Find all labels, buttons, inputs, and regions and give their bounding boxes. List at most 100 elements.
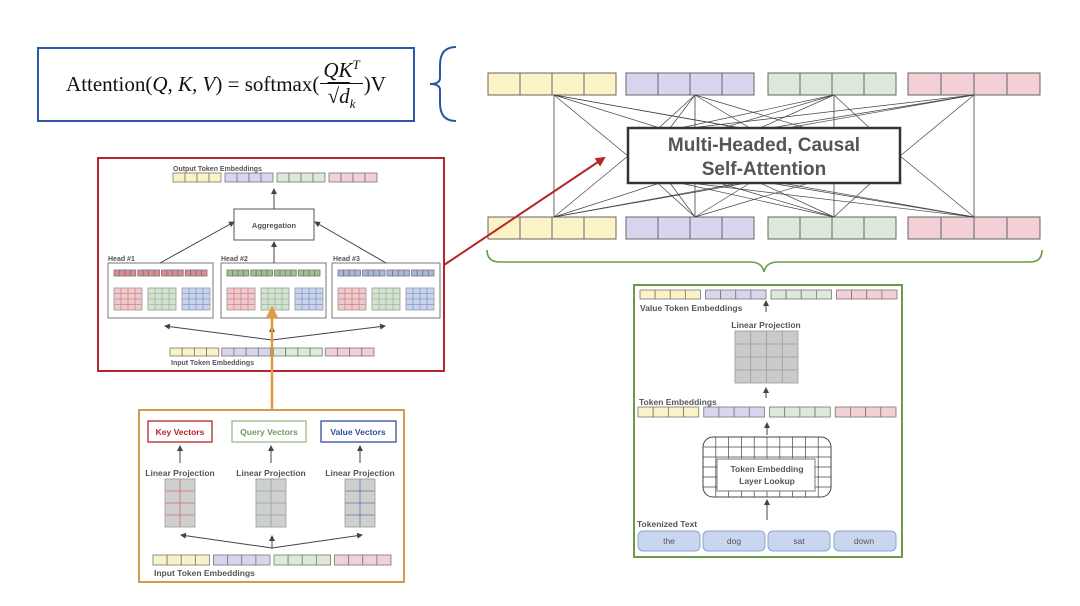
lookup-box bbox=[716, 458, 816, 492]
head-output-cell bbox=[124, 269, 131, 277]
value-embedding-cell bbox=[669, 289, 686, 300]
key-projection-label: Linear Projection bbox=[145, 468, 214, 478]
output-embedding-cell bbox=[260, 172, 274, 183]
connector-line bbox=[164, 323, 273, 341]
qkv-input-embedding-cell bbox=[255, 554, 271, 566]
head-output-cell bbox=[148, 269, 155, 277]
token-embedding-cell bbox=[880, 406, 897, 418]
head-output-cell bbox=[250, 269, 257, 277]
input-token-cell bbox=[487, 216, 521, 240]
connector-line bbox=[679, 94, 835, 129]
value-projection-title: Linear Projection bbox=[731, 320, 800, 330]
input-token-cell bbox=[973, 216, 1008, 240]
input-token-cell bbox=[519, 216, 553, 240]
head-output-cell bbox=[343, 269, 350, 277]
input-embedding-cell bbox=[361, 347, 375, 357]
token-embedding-cell bbox=[748, 406, 765, 418]
output-token-cell bbox=[1006, 72, 1041, 96]
qkv-input-embedding-cell bbox=[315, 554, 331, 566]
qkv-input-embedding-cell bbox=[273, 554, 289, 566]
key-vectors-box bbox=[147, 420, 213, 443]
qkv-input-embedding-cell bbox=[376, 554, 392, 566]
input-token-cell bbox=[1006, 216, 1041, 240]
lookup-label-line1: Token Embedding bbox=[730, 464, 803, 474]
value-embedding-cell bbox=[684, 289, 701, 300]
value-embedding-cell bbox=[836, 289, 853, 300]
connector-line bbox=[759, 94, 835, 129]
head-output-cell bbox=[232, 269, 239, 277]
input-token-cell bbox=[657, 216, 691, 240]
input-token-cell bbox=[689, 216, 723, 240]
qkv-input-embedding-cell bbox=[152, 554, 168, 566]
head-output-cell bbox=[177, 269, 184, 277]
head-output-cell bbox=[367, 269, 375, 277]
head-output-cell bbox=[161, 269, 168, 277]
value-embedding-cell bbox=[785, 289, 802, 300]
head-1-label: Head #1 bbox=[108, 256, 135, 263]
head-output-cell bbox=[274, 269, 281, 277]
head-output-cell bbox=[378, 269, 386, 277]
head-output-cell bbox=[297, 269, 305, 277]
output-embeddings-label: Output Token Embeddings bbox=[173, 166, 262, 173]
brace-icon bbox=[429, 46, 457, 122]
head-output-cell bbox=[422, 269, 429, 277]
connector-line bbox=[769, 182, 975, 218]
output-token-cell bbox=[799, 72, 833, 96]
head-output-cell bbox=[255, 269, 263, 277]
token-down: down bbox=[854, 536, 875, 546]
output-embedding-cell bbox=[184, 172, 198, 183]
output-token-cell bbox=[940, 72, 975, 96]
qkv-input-embedding-cell bbox=[301, 554, 317, 566]
query-vectors-label: Query Vectors bbox=[240, 427, 298, 437]
head-output-cell bbox=[166, 269, 173, 277]
qkv-input-embedding-cell bbox=[348, 554, 364, 566]
formula-tail: )V bbox=[363, 72, 386, 96]
connector-line bbox=[689, 94, 975, 129]
connector-line bbox=[669, 182, 696, 218]
qkv-input-embedding-cell bbox=[362, 554, 378, 566]
value-embedding-cell bbox=[735, 289, 752, 300]
head-output-cell bbox=[314, 269, 321, 277]
output-token-cell bbox=[721, 72, 755, 96]
input-embedding-cell bbox=[273, 347, 287, 357]
output-token-cell bbox=[831, 72, 865, 96]
head-output-cell bbox=[362, 269, 369, 277]
input-embedding-cell bbox=[309, 347, 323, 357]
token-pill bbox=[833, 530, 897, 552]
head-output-cell bbox=[427, 269, 435, 277]
head-output-cell bbox=[113, 269, 120, 277]
output-token-cell bbox=[583, 72, 617, 96]
head-output-cell bbox=[284, 269, 292, 277]
formula-lhs: Attention( bbox=[66, 72, 153, 96]
token-pill bbox=[702, 530, 766, 552]
token-embedding-cell bbox=[865, 406, 882, 418]
connector-line bbox=[669, 94, 696, 129]
connector-line bbox=[159, 221, 235, 264]
input-token-cell bbox=[625, 216, 659, 240]
token-embedding-cell bbox=[834, 406, 851, 418]
token-embedding-cell bbox=[718, 406, 735, 418]
head-output-cell bbox=[190, 269, 197, 277]
formula-transpose: T bbox=[352, 56, 360, 72]
token-embedding-cell bbox=[850, 406, 867, 418]
head-output-cell bbox=[386, 269, 394, 277]
formula-numerator: QK bbox=[323, 57, 353, 82]
input-embedding-cell bbox=[221, 347, 235, 357]
head-output-cell bbox=[303, 269, 310, 277]
qkv-input-embedding-cell bbox=[287, 554, 303, 566]
head-output-cell bbox=[373, 269, 380, 277]
red-pointer-arrow bbox=[443, 156, 606, 266]
output-embedding-cell bbox=[364, 172, 378, 183]
head-3-label: Head #3 bbox=[333, 256, 360, 263]
input-token-cell bbox=[831, 216, 865, 240]
connector-line bbox=[759, 182, 835, 218]
formula-denominator: √d bbox=[327, 83, 350, 108]
value-panel bbox=[633, 284, 903, 558]
connector-line bbox=[553, 94, 629, 157]
qkv-input-embedding-cell bbox=[334, 554, 350, 566]
value-projection-label: Linear Projection bbox=[325, 468, 394, 478]
token-the: the bbox=[663, 536, 675, 546]
token-embedding-cell bbox=[733, 406, 750, 418]
output-token-cell bbox=[907, 72, 942, 96]
head-output-cell bbox=[348, 269, 356, 277]
